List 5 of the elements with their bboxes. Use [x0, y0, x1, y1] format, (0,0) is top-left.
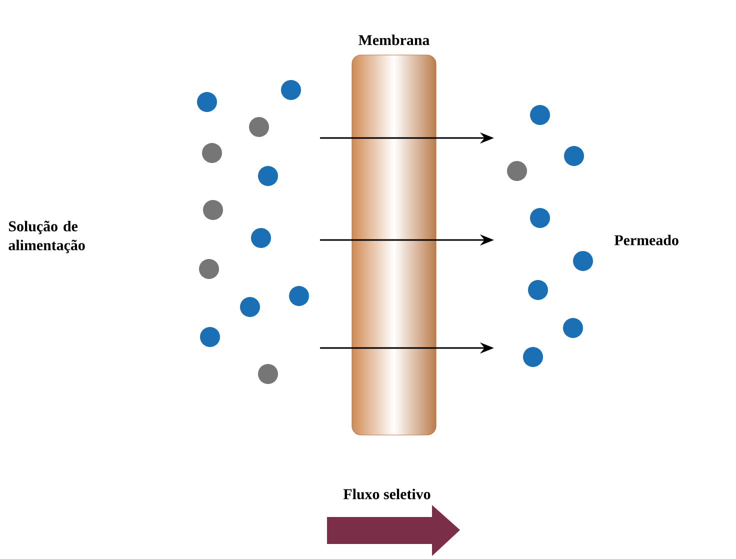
label-text: Fluxo seletivo	[343, 488, 430, 500]
membrane: Membrana	[352, 34, 436, 436]
label-text: Solução de alimentação	[8, 220, 85, 254]
label-text: Permeado	[614, 234, 678, 246]
node-label: Membrana	[358, 34, 430, 46]
